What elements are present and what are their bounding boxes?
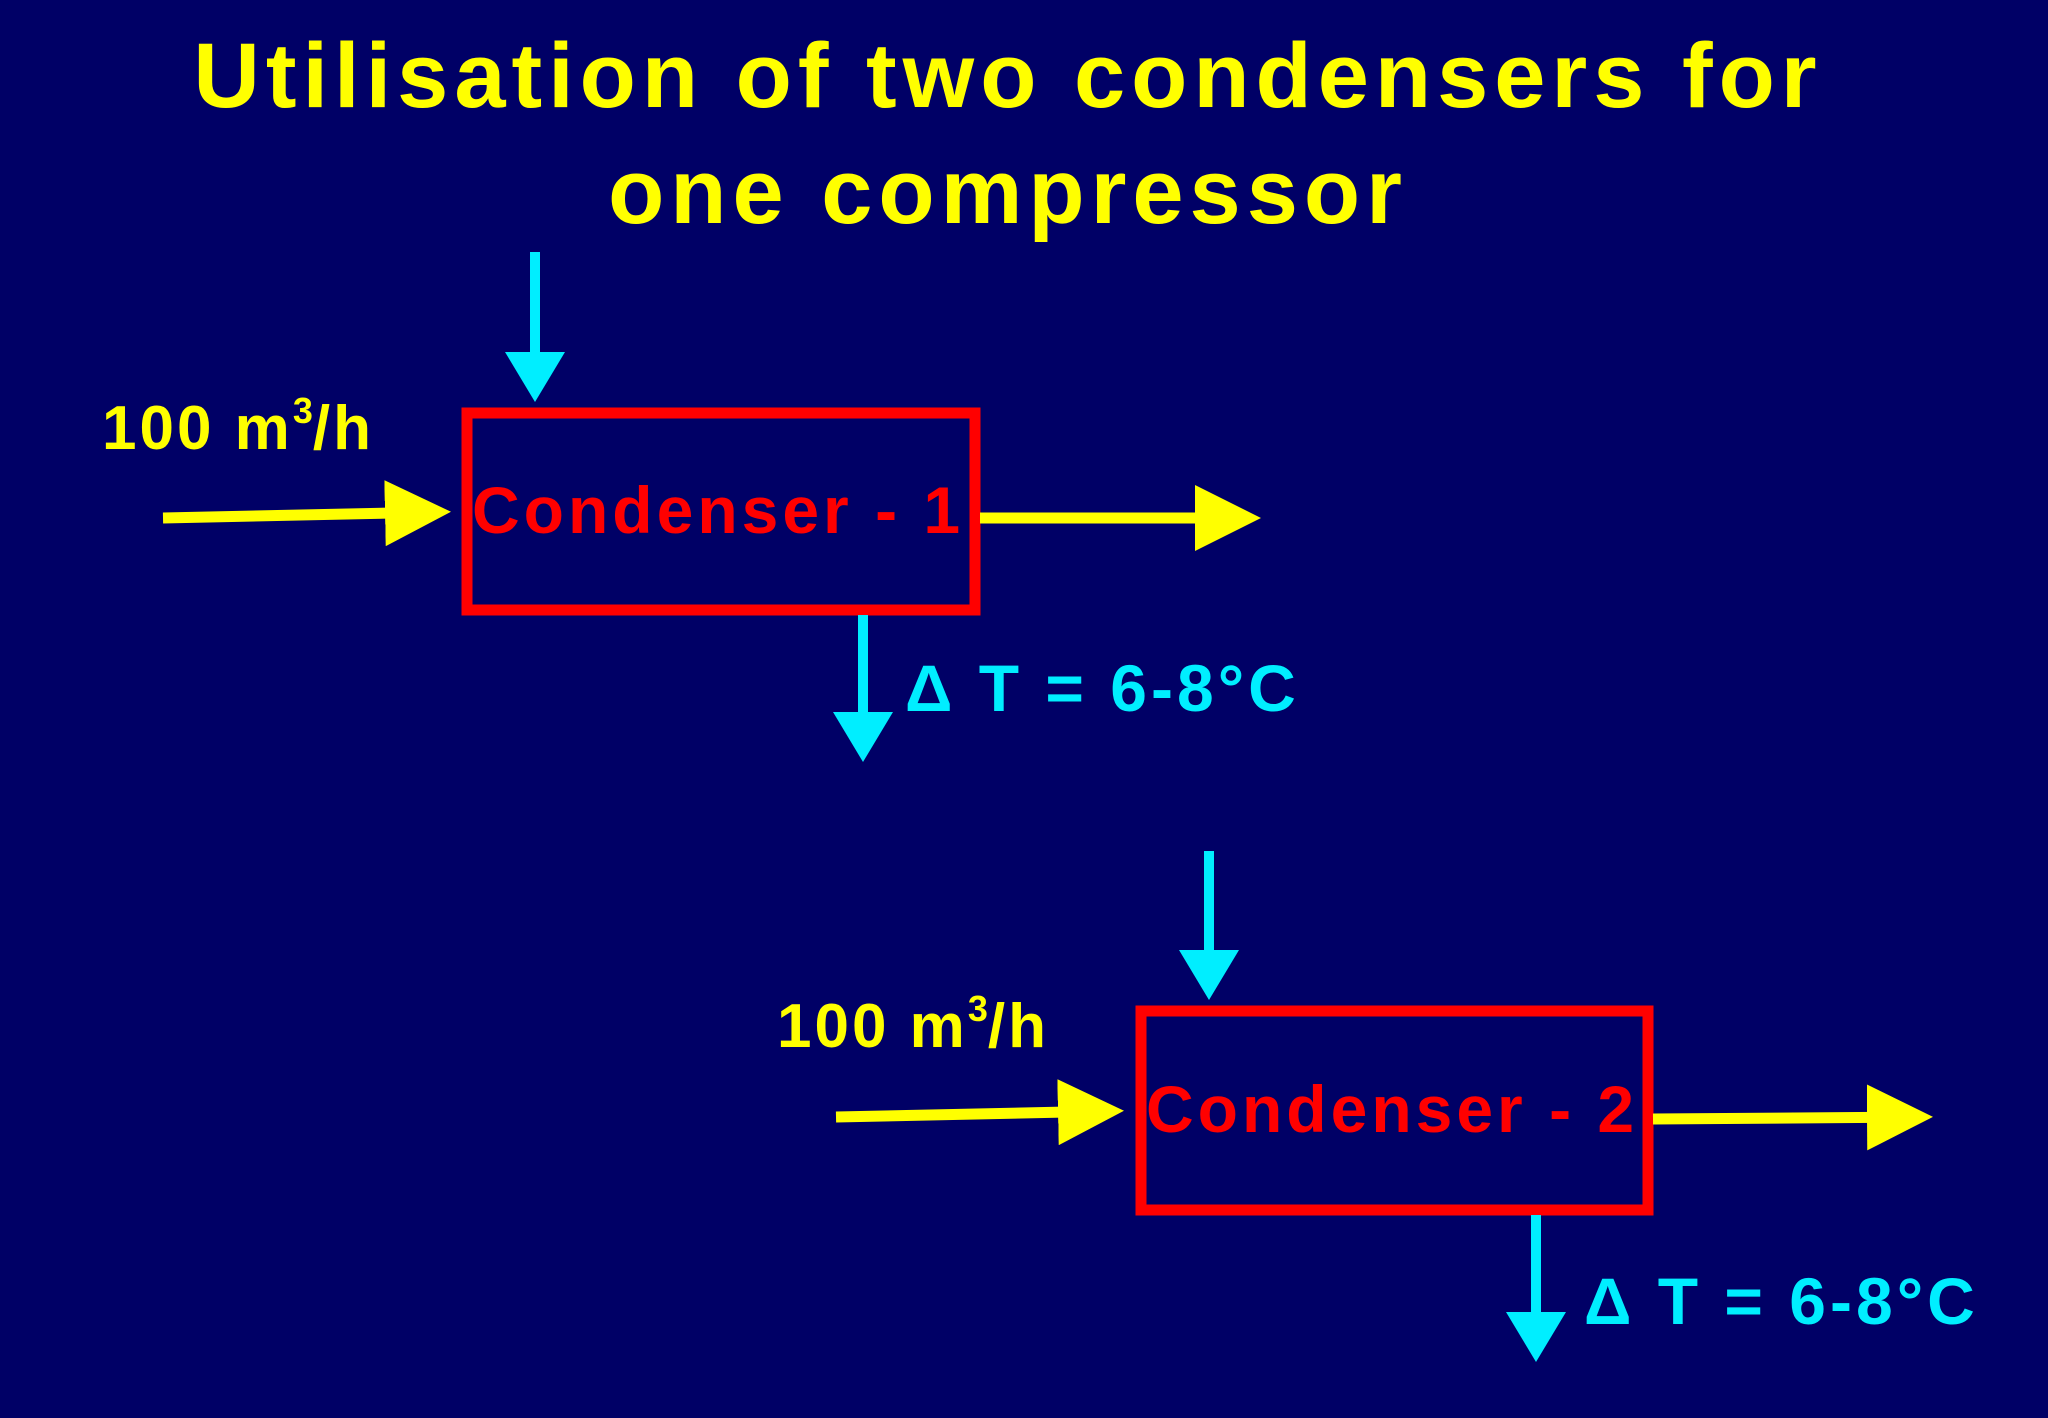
title-line-2: one compressor — [608, 141, 1408, 243]
condenser-2-delta-t-label: Δ T = 6-8°C — [1584, 1264, 1979, 1338]
condenser-2-flow-outlet-arrow — [1652, 1084, 1933, 1151]
condenser-2-flow-label: 100 m3/h — [777, 988, 1049, 1061]
condenser-1-label: Condenser - 1 — [472, 473, 965, 547]
title-line-1: Utilisation of two condensers for — [193, 25, 1823, 127]
condenser-1-delta-t-label: Δ T = 6-8°C — [905, 651, 1300, 725]
condenser-2-flow-inlet-arrow — [835, 1079, 1124, 1146]
condenser-2-label: Condenser - 2 — [1146, 1072, 1639, 1146]
condenser-1-flow-label: 100 m3/h — [102, 390, 374, 463]
condenser-1-flow-inlet-arrow — [162, 480, 451, 547]
slide-title: Utilisation of two condensers for one co… — [0, 18, 2016, 250]
condenser-1-box — [461, 407, 981, 616]
condenser-2-box — [1135, 1005, 1654, 1216]
